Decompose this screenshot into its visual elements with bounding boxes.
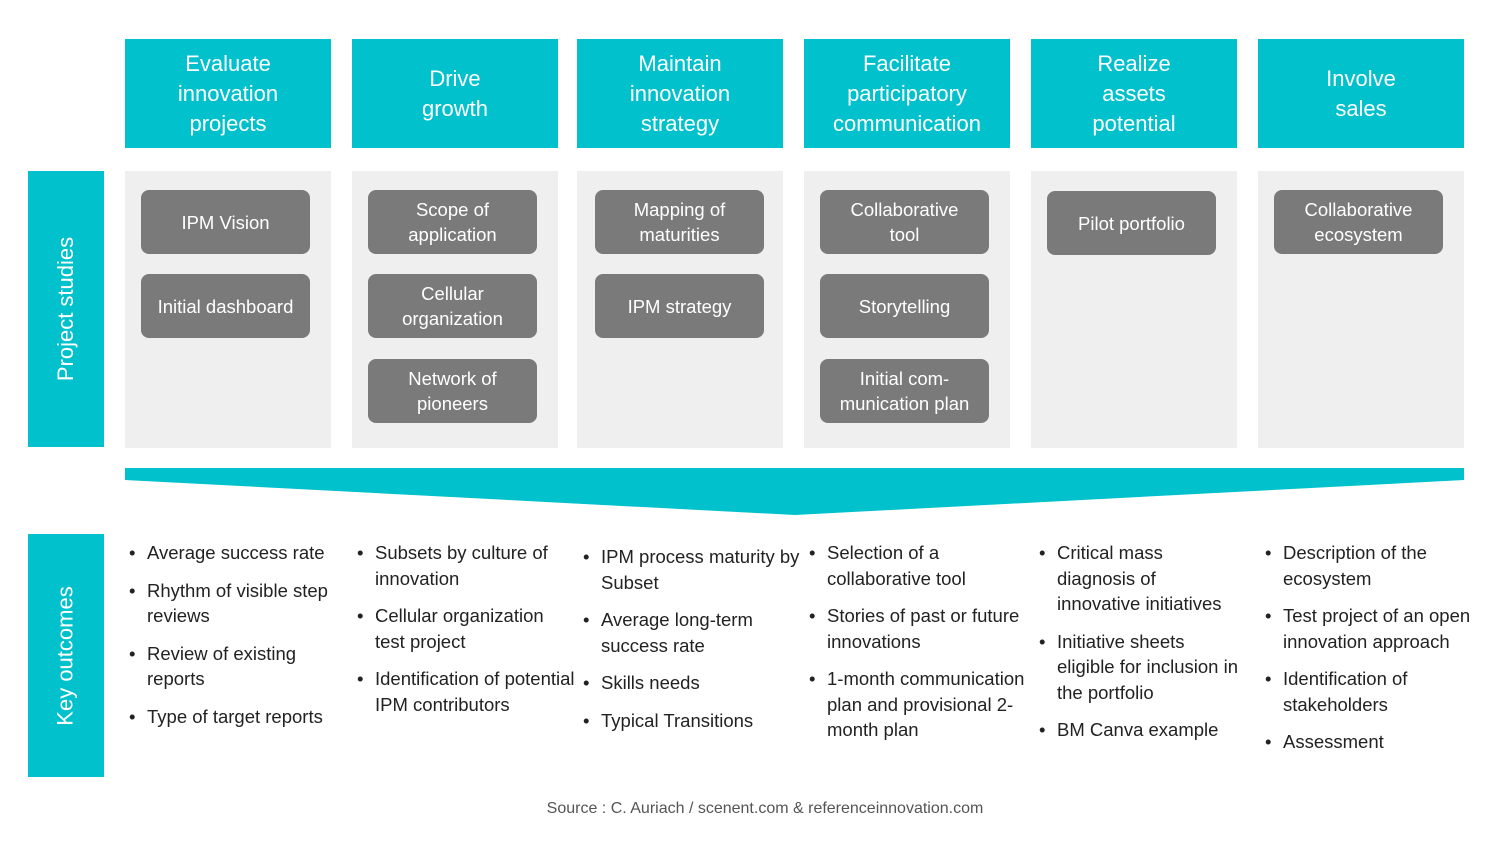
study-ipm-strategy: IPM strategy xyxy=(595,274,764,338)
outcome-item: Stories of past or future innovations xyxy=(805,603,1027,654)
study-mapping-of-maturities: Mapping of maturities xyxy=(595,190,764,254)
study-ipm-vision: IPM Vision xyxy=(141,190,310,254)
outcome-item: Type of target reports xyxy=(125,704,347,730)
funnel-shape xyxy=(125,468,1464,515)
outcome-item: Review of existing reports xyxy=(125,641,347,692)
study-collaborative-tool: Collaborative tool xyxy=(820,190,989,254)
header-realize-assets-potential: Realize assets potential xyxy=(1031,39,1237,148)
study-pilot-portfolio: Pilot portfolio xyxy=(1047,191,1216,255)
outcome-item: Selection of a collaborative tool xyxy=(805,540,1027,591)
outcomes-list-6: Description of the ecosystem Test projec… xyxy=(1261,540,1483,767)
header-drive-growth: Drive growth xyxy=(352,39,558,148)
project-studies-label: Project studies xyxy=(28,171,104,447)
studies-panel-4: Collaborative tool Storytelling Initial … xyxy=(804,171,1010,448)
studies-panel-3: Mapping of maturities IPM strategy xyxy=(577,171,783,448)
study-initial-dashboard: Initial dashboard xyxy=(141,274,310,338)
outcome-item: Critical mass diagnosis of innovative in… xyxy=(1035,540,1240,617)
outcome-item: IPM process maturity by Subset xyxy=(579,544,801,595)
studies-panel-6: Collaborative ecosystem xyxy=(1258,171,1464,448)
outcome-item: Cellular organization test project xyxy=(353,603,575,654)
outcomes-list-3: IPM process maturity by Subset Average l… xyxy=(579,544,801,745)
outcome-item: Subsets by culture of innovation xyxy=(353,540,575,591)
study-scope-of-application: Scope of application xyxy=(368,190,537,254)
studies-panel-1: IPM Vision Initial dashboard xyxy=(125,171,331,448)
outcome-item: 1-month communication plan and provision… xyxy=(805,666,1027,743)
outcomes-list-5: Critical mass diagnosis of innovative in… xyxy=(1035,540,1240,755)
outcome-item: Average long-term success rate xyxy=(579,607,801,658)
outcome-item: Typical Transitions xyxy=(579,708,801,734)
outcome-item: BM Canva example xyxy=(1035,717,1240,743)
outcome-item: Initiative sheets eligible for inclusion… xyxy=(1035,629,1240,706)
studies-panel-2: Scope of application Cellular organizati… xyxy=(352,171,558,448)
outcomes-list-2: Subsets by culture of innovation Cellula… xyxy=(353,540,575,729)
key-outcomes-label: Key outcomes xyxy=(28,534,104,777)
study-cellular-organization: Cellular organization xyxy=(368,274,537,338)
outcome-item: Description of the ecosystem xyxy=(1261,540,1483,591)
header-maintain-innovation-strategy: Maintain innovation strategy xyxy=(577,39,783,148)
source-caption: Source : C. Auriach / scenent.com & refe… xyxy=(546,800,984,817)
outcome-item: Identification of potential IPM contribu… xyxy=(353,666,575,717)
study-network-of-pioneers: Network of pioneers xyxy=(368,359,537,423)
study-storytelling: Storytelling xyxy=(820,274,989,338)
outcome-item: Assessment xyxy=(1261,729,1483,755)
outcome-item: Rhythm of visible step reviews xyxy=(125,578,347,629)
study-initial-communication-plan: Initial com- munication plan xyxy=(820,359,989,423)
outcomes-list-4: Selection of a collaborative tool Storie… xyxy=(805,540,1027,755)
outcome-item: Skills needs xyxy=(579,670,801,696)
header-facilitate-participatory-communication: Facilitate participatory communication xyxy=(804,39,1010,148)
studies-panel-5: Pilot portfolio xyxy=(1031,171,1237,448)
header-evaluate-innovation-projects: Evaluate innovation projects xyxy=(125,39,331,148)
study-collaborative-ecosystem: Collaborative ecosystem xyxy=(1274,190,1443,254)
outcome-item: Identification of stakeholders xyxy=(1261,666,1483,717)
outcomes-list-1: Average success rate Rhythm of visible s… xyxy=(125,540,347,741)
outcome-item: Test project of an open innovation appro… xyxy=(1261,603,1483,654)
outcome-item: Average success rate xyxy=(125,540,347,566)
header-involve-sales: Involve sales xyxy=(1258,39,1464,148)
